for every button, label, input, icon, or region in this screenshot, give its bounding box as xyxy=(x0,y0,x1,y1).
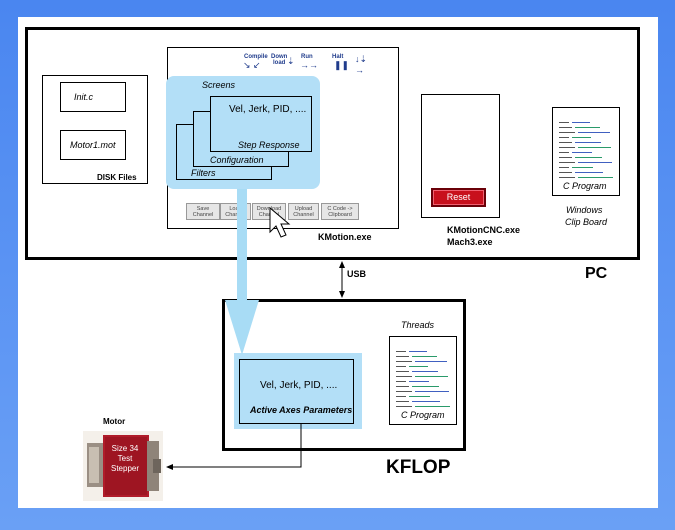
step-response-window[interactable]: Vel, Jerk, PID, .... Step Response xyxy=(210,96,312,152)
code-line xyxy=(559,144,615,154)
kmotioncnc-label: KMotionCNC.exe xyxy=(447,225,521,235)
code-line xyxy=(396,343,452,353)
code-line xyxy=(396,383,452,393)
c-code-line1: C Code -> xyxy=(327,206,353,212)
active-axes-box: Vel, Jerk, PID, .... Active Axes Paramet… xyxy=(239,359,354,424)
threads-program: C Program xyxy=(389,336,457,425)
save-channel-button[interactable]: Save Channel xyxy=(186,203,220,220)
windows-label: Windows xyxy=(566,205,603,215)
code-line xyxy=(559,139,615,149)
code-line xyxy=(396,353,452,363)
code-line xyxy=(559,134,615,144)
kmotion-toolbar: Compile ↘ ↙ Down load ⇣ Run →→ Halt ❚❚ ↓… xyxy=(241,51,381,75)
active-axes-label: Active Axes Parameters xyxy=(250,405,353,415)
upload-channel-line2: Channel xyxy=(293,212,314,218)
halt-icon: ❚❚ xyxy=(334,60,350,70)
filters-label: Filters xyxy=(191,168,216,178)
code-line xyxy=(559,159,615,169)
compile-label: Compile xyxy=(244,54,268,60)
clipboard-label: Clip Board xyxy=(565,217,608,227)
code-line xyxy=(559,169,615,179)
stepper-motor-image: Size 34 Test Stepper xyxy=(83,431,163,501)
code-line xyxy=(396,388,452,398)
clipboard-program-label: C Program xyxy=(563,181,607,191)
mach3-label: Mach3.exe xyxy=(447,237,493,247)
code-line xyxy=(396,348,452,358)
reset-button[interactable]: Reset xyxy=(431,188,486,207)
pc-label: PC xyxy=(585,265,608,282)
code-line xyxy=(559,164,615,174)
threads-program-label: C Program xyxy=(401,410,445,420)
kflop-label: KFLOP xyxy=(386,457,451,478)
download-button[interactable]: Down load xyxy=(271,54,287,66)
usb-label: USB xyxy=(347,269,367,279)
run-icon: →→ xyxy=(300,60,318,70)
download-channel-line1: Download xyxy=(256,206,282,212)
disk-file-motor: Motor1.mot xyxy=(60,130,126,160)
load-channel-button[interactable]: Load Channel xyxy=(220,203,251,220)
code-line xyxy=(396,358,452,368)
halt-button[interactable]: Halt xyxy=(332,54,343,60)
download-channel-line2: Channel xyxy=(258,212,280,218)
code-line xyxy=(559,114,615,124)
motor-label: Motor xyxy=(103,417,126,426)
code-line xyxy=(396,373,452,383)
code-line xyxy=(559,149,615,159)
code-line xyxy=(559,154,615,164)
load-channel-line2: Channel xyxy=(225,212,246,218)
save-channel-line2: Channel xyxy=(192,212,214,218)
disk-file-motor-label: Motor1.mot xyxy=(70,140,116,150)
disk-file-init: Init.c xyxy=(60,82,126,112)
screen-params-text: Vel, Jerk, PID, .... xyxy=(229,104,307,115)
active-params-text: Vel, Jerk, PID, .... xyxy=(260,380,338,391)
code-lines xyxy=(396,343,452,408)
code-line xyxy=(396,378,452,388)
motor-sticker-1: Size 34 xyxy=(112,444,139,453)
save-channel-line1: Save xyxy=(196,206,210,212)
configuration-label: Configuration xyxy=(210,155,264,165)
kmotion-label: KMotion.exe xyxy=(318,232,372,242)
download-label-2: load xyxy=(273,60,286,66)
compile-button[interactable]: Compile xyxy=(244,54,268,60)
upload-channel-button[interactable]: Upload Channel xyxy=(288,203,319,220)
code-line xyxy=(559,124,615,134)
upload-channel-line1: Upload xyxy=(294,206,313,212)
code-line xyxy=(396,363,452,373)
motor-sticker-2: Test xyxy=(118,454,133,463)
code-line xyxy=(396,368,452,378)
threads-label: Threads xyxy=(401,320,435,330)
run-label: Run xyxy=(301,54,313,60)
c-code-line2: Clipboard xyxy=(328,212,352,218)
screens-label: Screens xyxy=(202,80,236,90)
download-icon: ⇣ xyxy=(287,56,295,66)
download-label-1: Down xyxy=(271,54,288,60)
step-response-label: Step Response xyxy=(238,140,300,150)
download-channel-button[interactable]: Download Channel xyxy=(252,203,286,220)
disk-files-label: DISK Files xyxy=(97,173,137,182)
step-icon[interactable]: ↓⇣→ xyxy=(355,54,368,75)
c-code-clipboard-button[interactable]: C Code -> Clipboard xyxy=(321,203,359,220)
run-button[interactable]: Run xyxy=(301,54,313,60)
code-line xyxy=(396,393,452,403)
clipboard-program: C Program xyxy=(552,107,620,196)
code-line xyxy=(559,129,615,139)
disk-file-init-label: Init.c xyxy=(74,92,94,102)
halt-label: Halt xyxy=(332,54,344,60)
motor-sticker-3: Stepper xyxy=(111,464,139,473)
code-line xyxy=(396,398,452,408)
code-lines xyxy=(559,114,615,179)
compile-icon: ↘ ↙ xyxy=(243,60,261,70)
code-line xyxy=(559,119,615,129)
